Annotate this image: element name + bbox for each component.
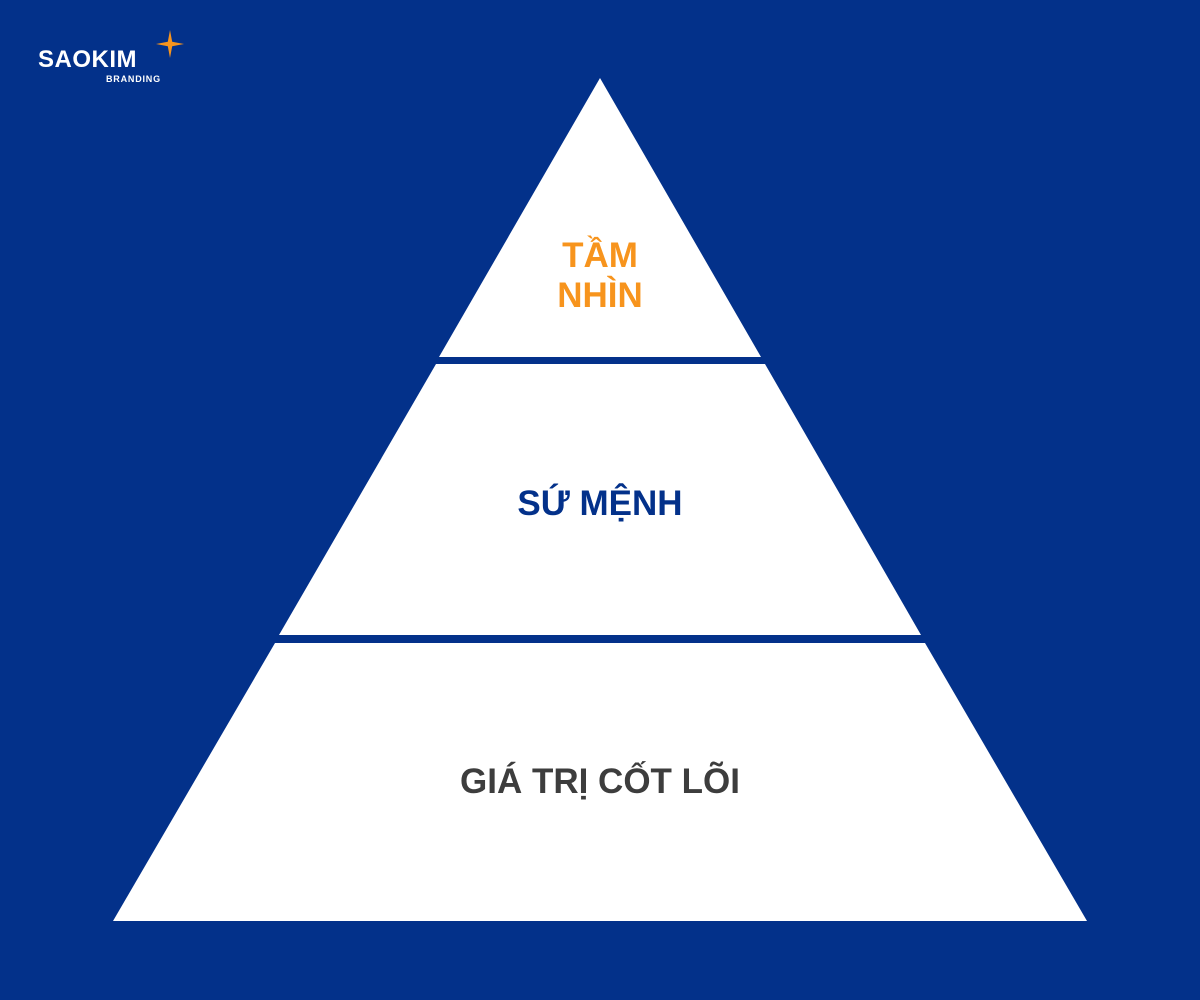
tier-label-mission: SỨ MỆNH — [517, 484, 683, 523]
tier-label-core-values: GIÁ TRỊ CỐT LÕI — [460, 762, 740, 801]
pyramid-tier-top — [439, 78, 761, 357]
saokim-branding-logo: SAOKIM BRANDING — [38, 30, 188, 86]
logo-wordmark: SAOKIM — [38, 46, 137, 73]
pyramid-tier-middle — [279, 364, 921, 635]
logo-subtitle: BRANDING — [106, 74, 161, 84]
star-icon — [156, 30, 184, 58]
tier-label-vision: TẦM NHÌN — [557, 236, 643, 316]
pyramid-tier-bottom — [113, 643, 1087, 921]
